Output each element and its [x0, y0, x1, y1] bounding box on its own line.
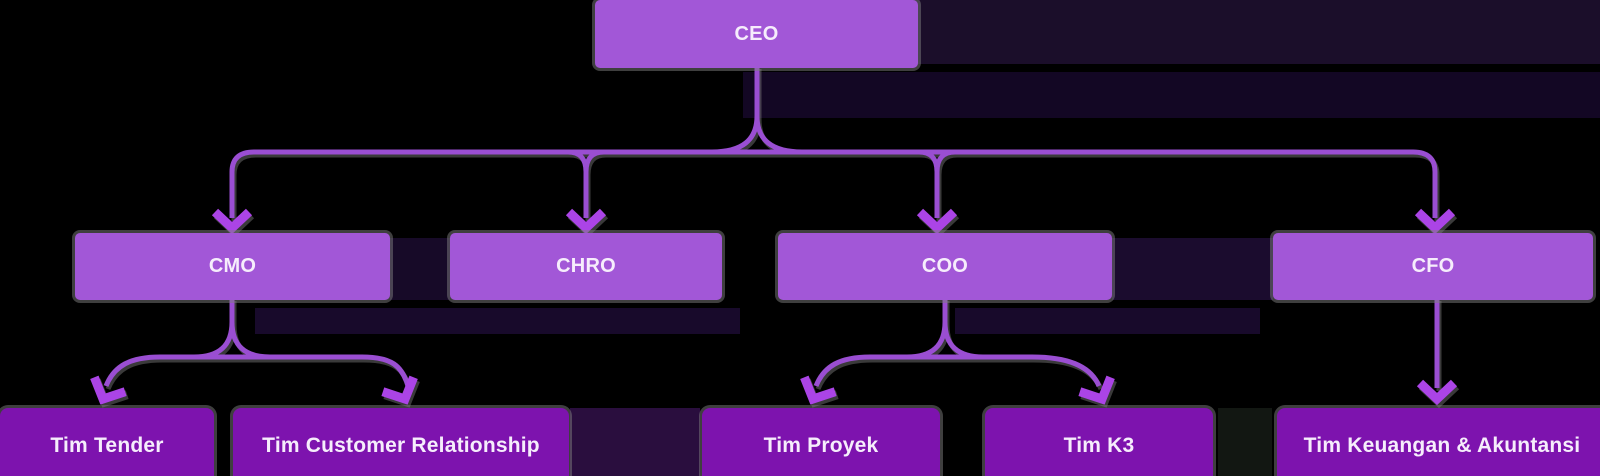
connector-ceo-flare [711, 115, 803, 155]
connector-drop-chro [567, 149, 605, 218]
arrowhead-to-chro [565, 208, 607, 235]
connector-coo-flare [906, 321, 984, 360]
node-cfo: CFO [1273, 233, 1593, 300]
arrowhead-to-tim-k3 [1078, 375, 1115, 405]
background-artifact [743, 72, 1600, 118]
background-artifact [955, 308, 1260, 334]
background-artifact [1112, 238, 1273, 300]
background-artifact [913, 0, 1600, 64]
arrowhead-to-cfo [1414, 208, 1456, 235]
node-ceo: CEO [595, 0, 918, 68]
node-tim-customer-relationship: Tim Customer Relationship [233, 408, 569, 476]
arrowhead-to-coo [916, 208, 958, 235]
arrowhead-to-tim-tender [90, 375, 127, 405]
node-cmo-label: CMO [208, 255, 257, 277]
arrowhead-to-tim-proyek [800, 375, 837, 405]
node-tim-keuangan-akuntansi: Tim Keuangan & Akuntansi [1277, 408, 1600, 476]
node-tim-keuangan-akuntansi-label: Tim Keuangan & Akuntansi [1303, 434, 1581, 457]
node-ceo-label: CEO [734, 22, 779, 45]
background-artifact [390, 238, 450, 300]
node-coo-label: COO [921, 255, 969, 277]
node-tim-customer-relationship-label: Tim Customer Relationship [262, 434, 540, 457]
background-artifact [255, 308, 740, 334]
connector-cmo-rail [103, 354, 411, 388]
node-tim-k3-label: Tim K3 [1063, 434, 1135, 457]
connector-main-rail [229, 149, 1438, 218]
node-tim-proyek: Tim Proyek [702, 408, 940, 476]
background-artifact [1218, 408, 1272, 476]
node-tim-k3: Tim K3 [985, 408, 1213, 476]
node-cfo-label: CFO [1411, 255, 1455, 277]
node-tim-tender-label: Tim Tender [50, 434, 164, 457]
node-coo: COO [778, 233, 1112, 300]
arrowhead-to-tim-customer-relationship [381, 375, 418, 405]
connector-cmo-flare [193, 321, 271, 360]
arrowhead-to-tim-keuangan [1416, 379, 1458, 406]
connector-coo-rail [813, 354, 1102, 388]
node-cmo: CMO [75, 233, 390, 300]
node-chro: CHRO [450, 233, 722, 300]
node-tim-proyek-label: Tim Proyek [763, 434, 879, 457]
node-chro-label: CHRO [556, 255, 616, 277]
node-tim-tender: Tim Tender [0, 408, 214, 476]
connector-drop-coo [918, 149, 956, 218]
arrowhead-to-cmo [211, 208, 253, 235]
background-artifact [570, 408, 700, 476]
